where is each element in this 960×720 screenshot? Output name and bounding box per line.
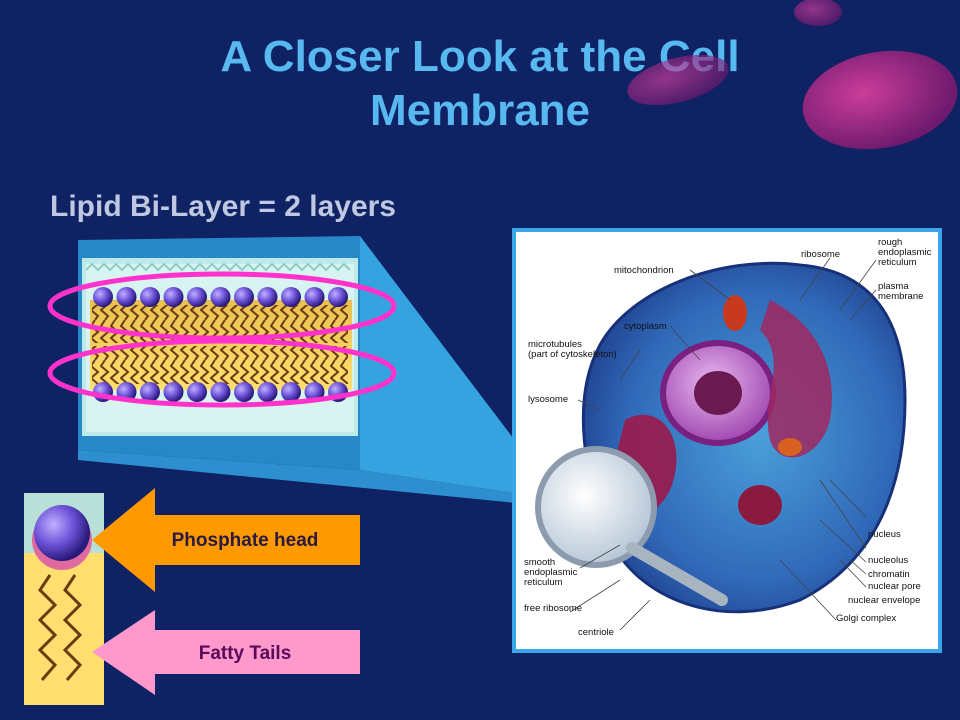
cell-label-microtubules: microtubules (part of cytoskeleton) <box>528 339 617 360</box>
phosphate-head-ball <box>281 382 301 402</box>
slide-subtitle: Lipid Bi-Layer = 2 layers <box>50 190 396 223</box>
phosphate-head-ball <box>140 287 160 307</box>
cell-label-centriole: centriole <box>578 627 614 638</box>
slide-title: A Closer Look at the Cell Membrane <box>0 30 960 138</box>
outer-layer-highlight-ring <box>47 271 397 341</box>
cell-label-lysosome: lysosome <box>528 394 569 405</box>
cell-label-golgi: Golgi complex <box>836 613 897 624</box>
phosphate-head-ball <box>187 287 207 307</box>
cell-label-nuclear-pore: nuclear pore <box>868 581 921 592</box>
inner-layer-highlight-ring <box>47 338 397 408</box>
cell-label-plasma-membrane: plasma membrane <box>878 281 924 302</box>
phosphate-head-ball <box>234 287 254 307</box>
cell-label-chromatin: chromatin <box>868 569 910 580</box>
cell-label-ribosome: ribosome <box>801 249 841 260</box>
cell-label-nucleolus: nucleolus <box>868 555 909 566</box>
phosphate-head-ball <box>281 287 301 307</box>
phosphate-head-ball <box>210 382 231 402</box>
cell-label-rough-er: rough endoplasmic reticulum <box>878 237 932 268</box>
phosphate-head-label: Phosphate head <box>171 530 319 551</box>
phosphate-head-ball <box>234 382 254 402</box>
zoom-projection <box>360 236 560 500</box>
zoom-projection-bottom <box>78 450 568 508</box>
phosphate-head-arrow <box>92 488 360 592</box>
phosphate-head-ball <box>187 382 207 402</box>
cell-label-nucleus: nucleus <box>868 529 901 540</box>
phosphate-head-ball <box>257 382 278 402</box>
cell-label-mitochondrion: mitochondrion <box>614 265 674 276</box>
magnifying-glass-icon <box>535 446 657 568</box>
cell-label-cytoplasm: cytoplasm <box>624 321 667 332</box>
fatty-tails-arrow <box>92 610 360 695</box>
phosphate-head-ball <box>93 287 113 307</box>
phosphate-head-ball <box>116 287 137 307</box>
cell-label-nuclear-envelope: nuclear envelope <box>848 595 921 606</box>
animal-cell-illustration <box>512 228 942 653</box>
phosphate-head-ball <box>328 287 348 307</box>
phosphate-head-ball <box>163 287 184 307</box>
phospholipid-strip <box>24 493 104 705</box>
fatty-tails-label: Fatty Tails <box>198 643 292 664</box>
phosphate-head-ball <box>304 287 325 307</box>
phosphate-head-ball <box>163 382 184 402</box>
cell-label-free-ribosome: free ribosome <box>524 603 583 614</box>
red-blood-cell-decoration <box>627 0 958 150</box>
cell-label-smooth-er: smooth endoplasmic reticulum <box>524 557 578 588</box>
phosphate-head-ball <box>257 287 278 307</box>
phosphate-head-ball <box>140 382 160 402</box>
phosphate-head-ball <box>210 287 231 307</box>
title-line-2: Membrane <box>369 86 591 135</box>
